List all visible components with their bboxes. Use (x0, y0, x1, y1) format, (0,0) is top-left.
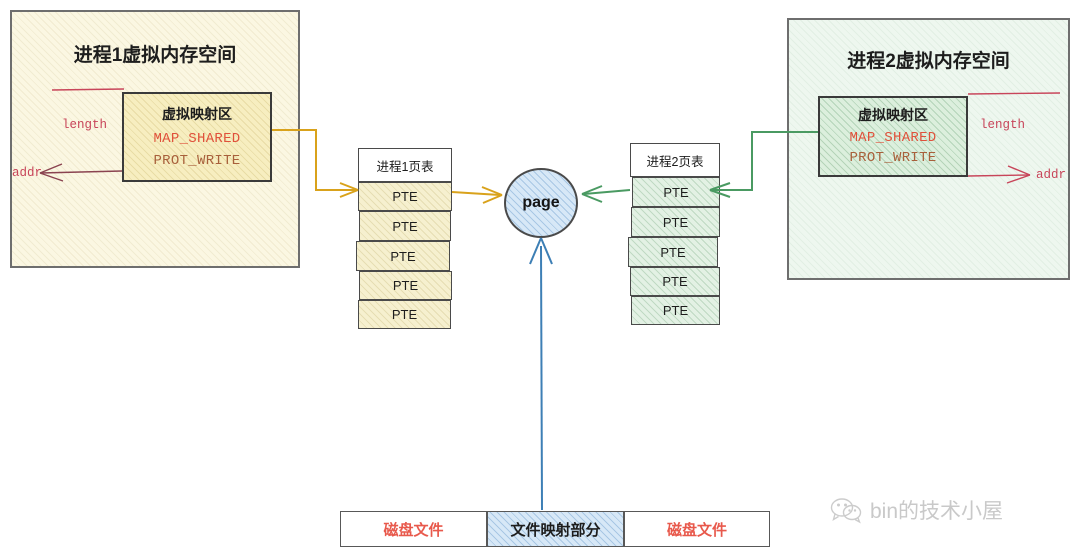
process2-length-label: length (980, 118, 1026, 132)
page-table1-to-page-arrow (451, 186, 503, 204)
page-table1-entries: PTE PTE PTE PTE PTE (356, 182, 452, 329)
page-table1-pte-0[interactable]: PTE (358, 182, 452, 211)
disk-file-bar: 磁盘文件 文件映射部分 磁盘文件 (340, 511, 770, 547)
page-table2-header-frame: 进程2页表 (630, 143, 720, 177)
process2-measure-lines (967, 92, 1061, 184)
process1-title: 进程1虚拟内存空间 (73, 45, 237, 66)
page-table1-header: 进程1页表 (359, 149, 451, 181)
page-table2-entries: PTE PTE PTE PTE PTE (628, 177, 720, 325)
wechat-icon (830, 497, 862, 524)
watermark: bin的技术小屋 (830, 495, 1003, 525)
file-segment-disk-left: 磁盘文件 (340, 511, 487, 547)
process2-mapping-to-pte-arrow (709, 131, 818, 198)
page-table1-pte-1[interactable]: PTE (359, 211, 451, 241)
file-to-page-arrow (529, 237, 553, 511)
process1-mapping-to-pte-arrow (272, 129, 359, 198)
page-label: page (522, 194, 560, 211)
process2-mapping-name: 虚拟映射区 (858, 107, 928, 123)
process1-prot-write-flag: PROT_WRITE (153, 153, 241, 169)
process1-mapping-region: 虚拟映射区 MAP_SHARED PROT_WRITE (122, 92, 272, 182)
page-table2-pte-4[interactable]: PTE (631, 296, 720, 325)
process2-mapping-region: 虚拟映射区 MAP_SHARED PROT_WRITE (818, 96, 968, 177)
process2-map-shared-flag: MAP_SHARED (849, 130, 937, 146)
page-table1-pte-2[interactable]: PTE (356, 241, 450, 271)
watermark-text: bin的技术小屋 (870, 500, 1004, 523)
process1-mapping-name: 虚拟映射区 (162, 106, 232, 122)
process1-measure-lines (39, 88, 125, 182)
page-table1-pte-3[interactable]: PTE (359, 271, 452, 300)
file-segment-disk-right: 磁盘文件 (624, 511, 770, 547)
physical-page-circle: page (504, 168, 578, 238)
page-table2-pte-2[interactable]: PTE (628, 237, 718, 267)
process2-addr-label: addr (1036, 168, 1067, 182)
page-table2-pte-1[interactable]: PTE (631, 207, 720, 237)
page-table1-header-frame: 进程1页表 (358, 148, 452, 182)
process2-prot-write-flag: PROT_WRITE (849, 150, 937, 166)
page-table1-pte-4[interactable]: PTE (358, 300, 451, 329)
page-table2-pte-3[interactable]: PTE (630, 267, 720, 296)
page-table2-pte-0[interactable]: PTE (632, 177, 720, 207)
page-table2-to-page-arrow (581, 185, 631, 203)
file-segment-mapped: 文件映射部分 (487, 511, 624, 547)
process1-addr-label: addr (12, 166, 43, 180)
page-table2-header: 进程2页表 (631, 144, 719, 176)
process2-title: 进程2虚拟内存空间 (847, 51, 1010, 72)
process1-map-shared-flag: MAP_SHARED (153, 131, 241, 147)
process1-length-label: length (62, 118, 108, 132)
